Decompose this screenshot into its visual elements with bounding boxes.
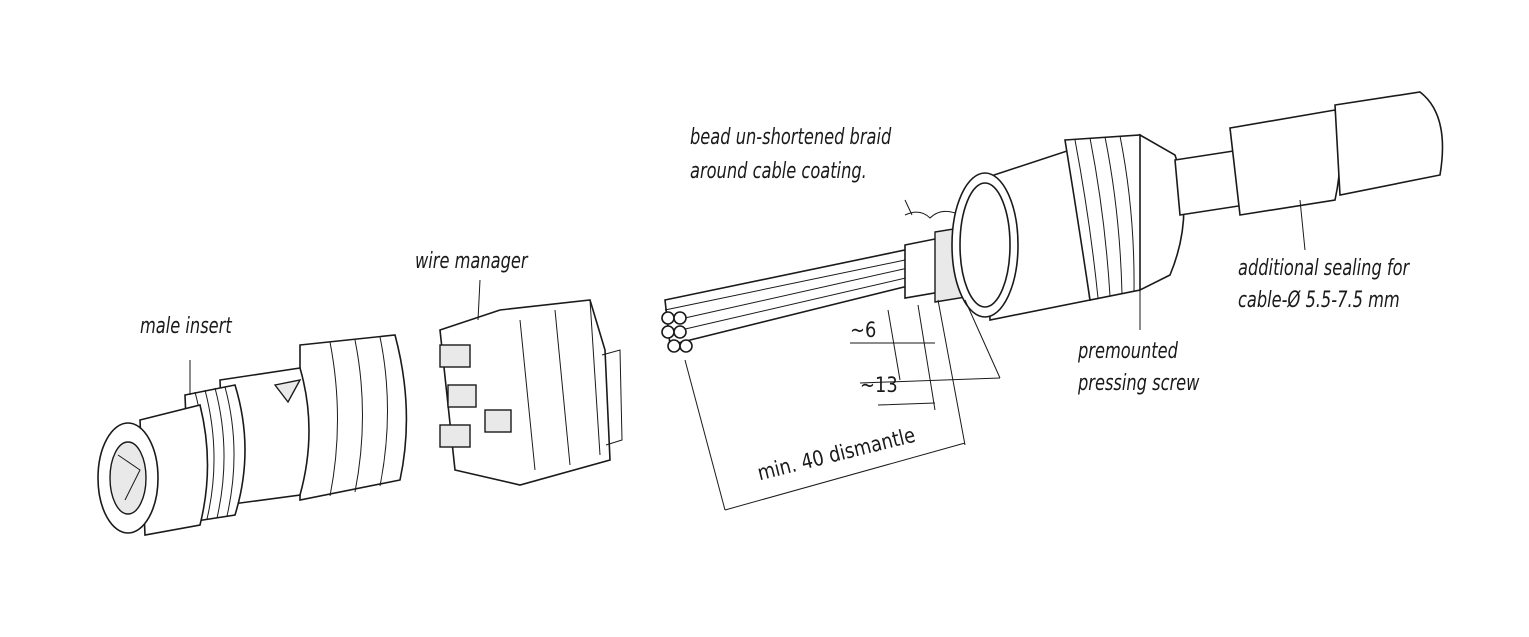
premounted-label-line1: premounted [1078, 339, 1178, 364]
male-insert-label: male insert [140, 314, 232, 339]
braid-label-line2: around cable coating. [690, 159, 867, 184]
wire-manager-label: wire manager [415, 249, 528, 274]
male-insert-part [97, 334, 408, 536]
pressing-screw-part [951, 91, 1444, 321]
sealing-label-line2: cable-Ø 5.5-7.5 mm [1238, 288, 1400, 313]
braid-label-line1: bead un-shortened braid [690, 125, 892, 150]
wire-manager-part [439, 299, 623, 486]
sealing-label-line1: additional sealing for [1238, 256, 1410, 281]
dimension-lines [684, 299, 1001, 511]
leader-lines [189, 199, 1306, 395]
premounted-label-line2: pressing screw [1078, 371, 1200, 396]
dimension-6: ~6 [850, 318, 877, 342]
dimension-13: ~13 [860, 373, 898, 397]
